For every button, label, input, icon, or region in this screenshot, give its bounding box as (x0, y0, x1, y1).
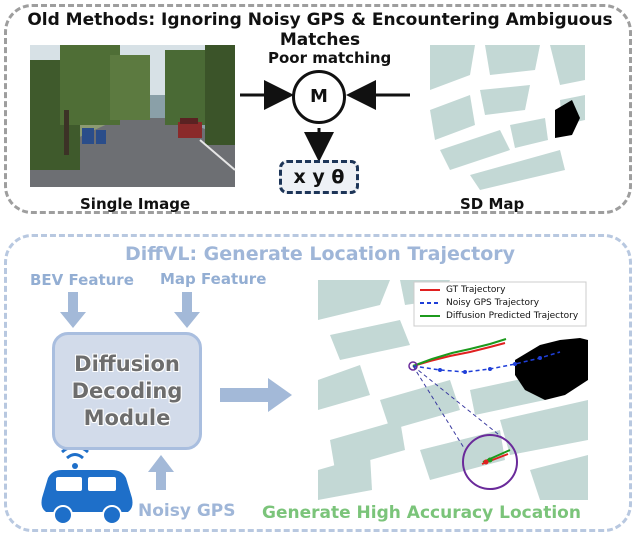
pose-output: x y θ (279, 160, 359, 194)
module-line-1: Diffusion (74, 351, 180, 378)
legend-gt-label: GT Trajectory (446, 284, 578, 297)
diffusion-decoding-module: Diffusion Decoding Module (52, 332, 202, 450)
result-label: Generate High Accuracy Location (262, 503, 581, 523)
poor-matching-label: Poor matching (268, 49, 391, 67)
car-icon (42, 447, 133, 525)
legend-noisy-label: Noisy GPS Trajectory (446, 297, 578, 310)
sd-map-label: SD Map (460, 195, 524, 213)
sd-map-top (425, 45, 585, 190)
legend-pred-label: Diffusion Predicted Trajectory (446, 310, 578, 323)
module-line-3: Module (84, 405, 171, 432)
street-photo (30, 45, 235, 187)
matching-node: M (292, 70, 346, 124)
single-image-label: Single Image (80, 195, 190, 213)
module-line-2: Decoding (72, 378, 183, 405)
noisy-gps-label: Noisy GPS (138, 501, 236, 521)
bev-feature-label: BEV Feature (30, 271, 134, 289)
legend: GT Trajectory Noisy GPS Trajectory Diffu… (446, 284, 578, 323)
map-feature-label: Map Feature (160, 270, 266, 288)
